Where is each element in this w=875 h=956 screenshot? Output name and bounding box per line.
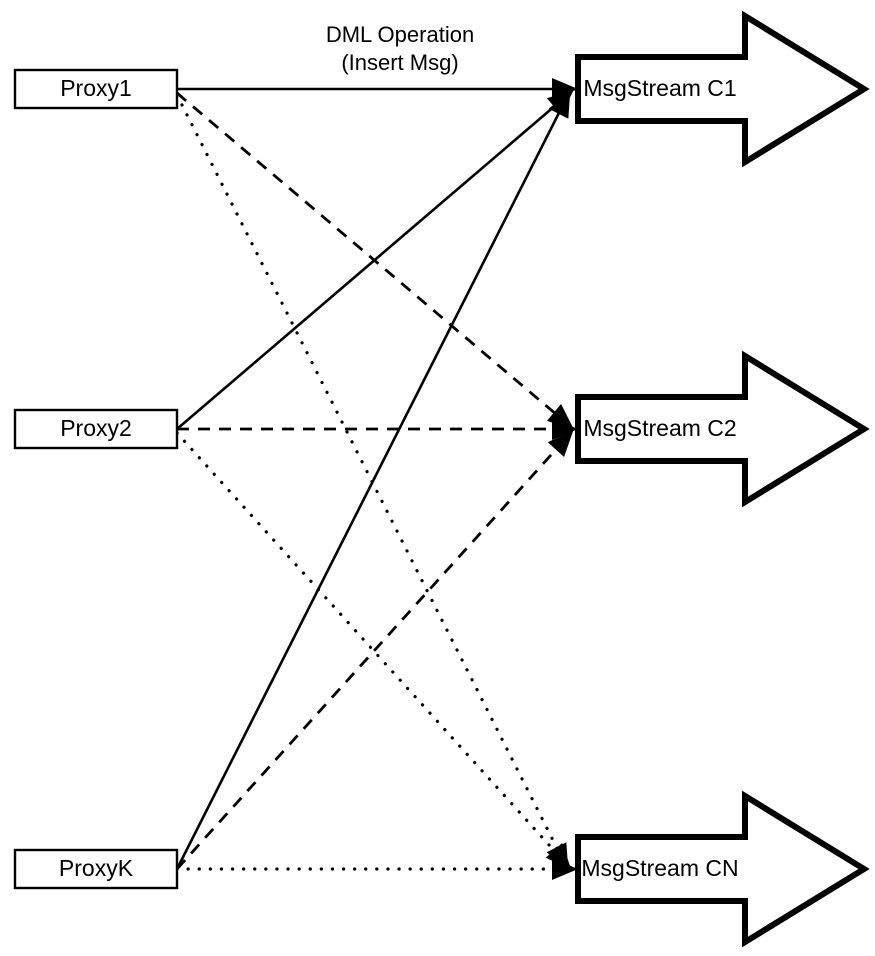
proxy-box-proxy1: [13, 68, 179, 110]
arrowhead-pk-c2: [547, 430, 574, 457]
msgstream-arrow-shape-stream_cn: [575, 790, 870, 948]
arrowhead-p1-c1: [552, 78, 578, 100]
link-p2-cn: [175, 431, 570, 868]
dml-operation-label-line1: DML Operation: [326, 22, 474, 47]
proxy-node-proxyK[interactable]: ProxyK: [13, 848, 179, 890]
arrowhead-pk-cn: [552, 858, 578, 880]
proxy-label-proxy1: Proxy1: [60, 75, 132, 101]
connection-lines-group: [175, 87, 575, 871]
link-pk-c2: [175, 433, 572, 870]
dml-operation-label-line2: (Insert Msg): [341, 50, 458, 75]
msgstream-node-stream_c2[interactable]: MsgStream C2: [575, 350, 870, 508]
link-pk-c1: [175, 94, 570, 870]
msgstream-arrow-shape-stream_c1: [575, 10, 870, 168]
msgstream-node-stream_cn[interactable]: MsgStream CN: [575, 790, 870, 948]
msgstream-label-stream_cn: MsgStream CN: [581, 855, 738, 881]
arrowhead-p2-c2: [552, 418, 578, 440]
proxy-box-proxy2: [13, 408, 179, 450]
msgstream-arrow-shape-stream_c2: [575, 350, 870, 508]
link-p2-c1: [176, 92, 571, 430]
proxy-label-proxy2: Proxy2: [60, 415, 132, 441]
proxy-node-proxy1[interactable]: Proxy1: [13, 68, 179, 110]
arrowhead-p1-c2: [546, 404, 574, 430]
arrowhead-p2-cn: [545, 843, 572, 870]
dml-operation-label: DML Operation (Insert Msg): [326, 22, 474, 75]
arrowhead-pk-c1: [548, 90, 571, 119]
proxy-box-proxyK: [13, 848, 179, 890]
msgstream-label-stream_c1: MsgStream C1: [583, 75, 736, 101]
proxy-label-proxyK: ProxyK: [59, 855, 134, 881]
msgstream-label-stream_c2: MsgStream C2: [583, 415, 736, 441]
message-streams-group: MsgStream C1 MsgStream C2 MsgStream CN: [575, 10, 870, 948]
arrowheads-group: [545, 78, 578, 880]
link-p1-cn: [175, 93, 568, 868]
msgstream-node-stream_c1[interactable]: MsgStream C1: [575, 10, 870, 168]
proxy-node-proxy2[interactable]: Proxy2: [13, 408, 179, 450]
